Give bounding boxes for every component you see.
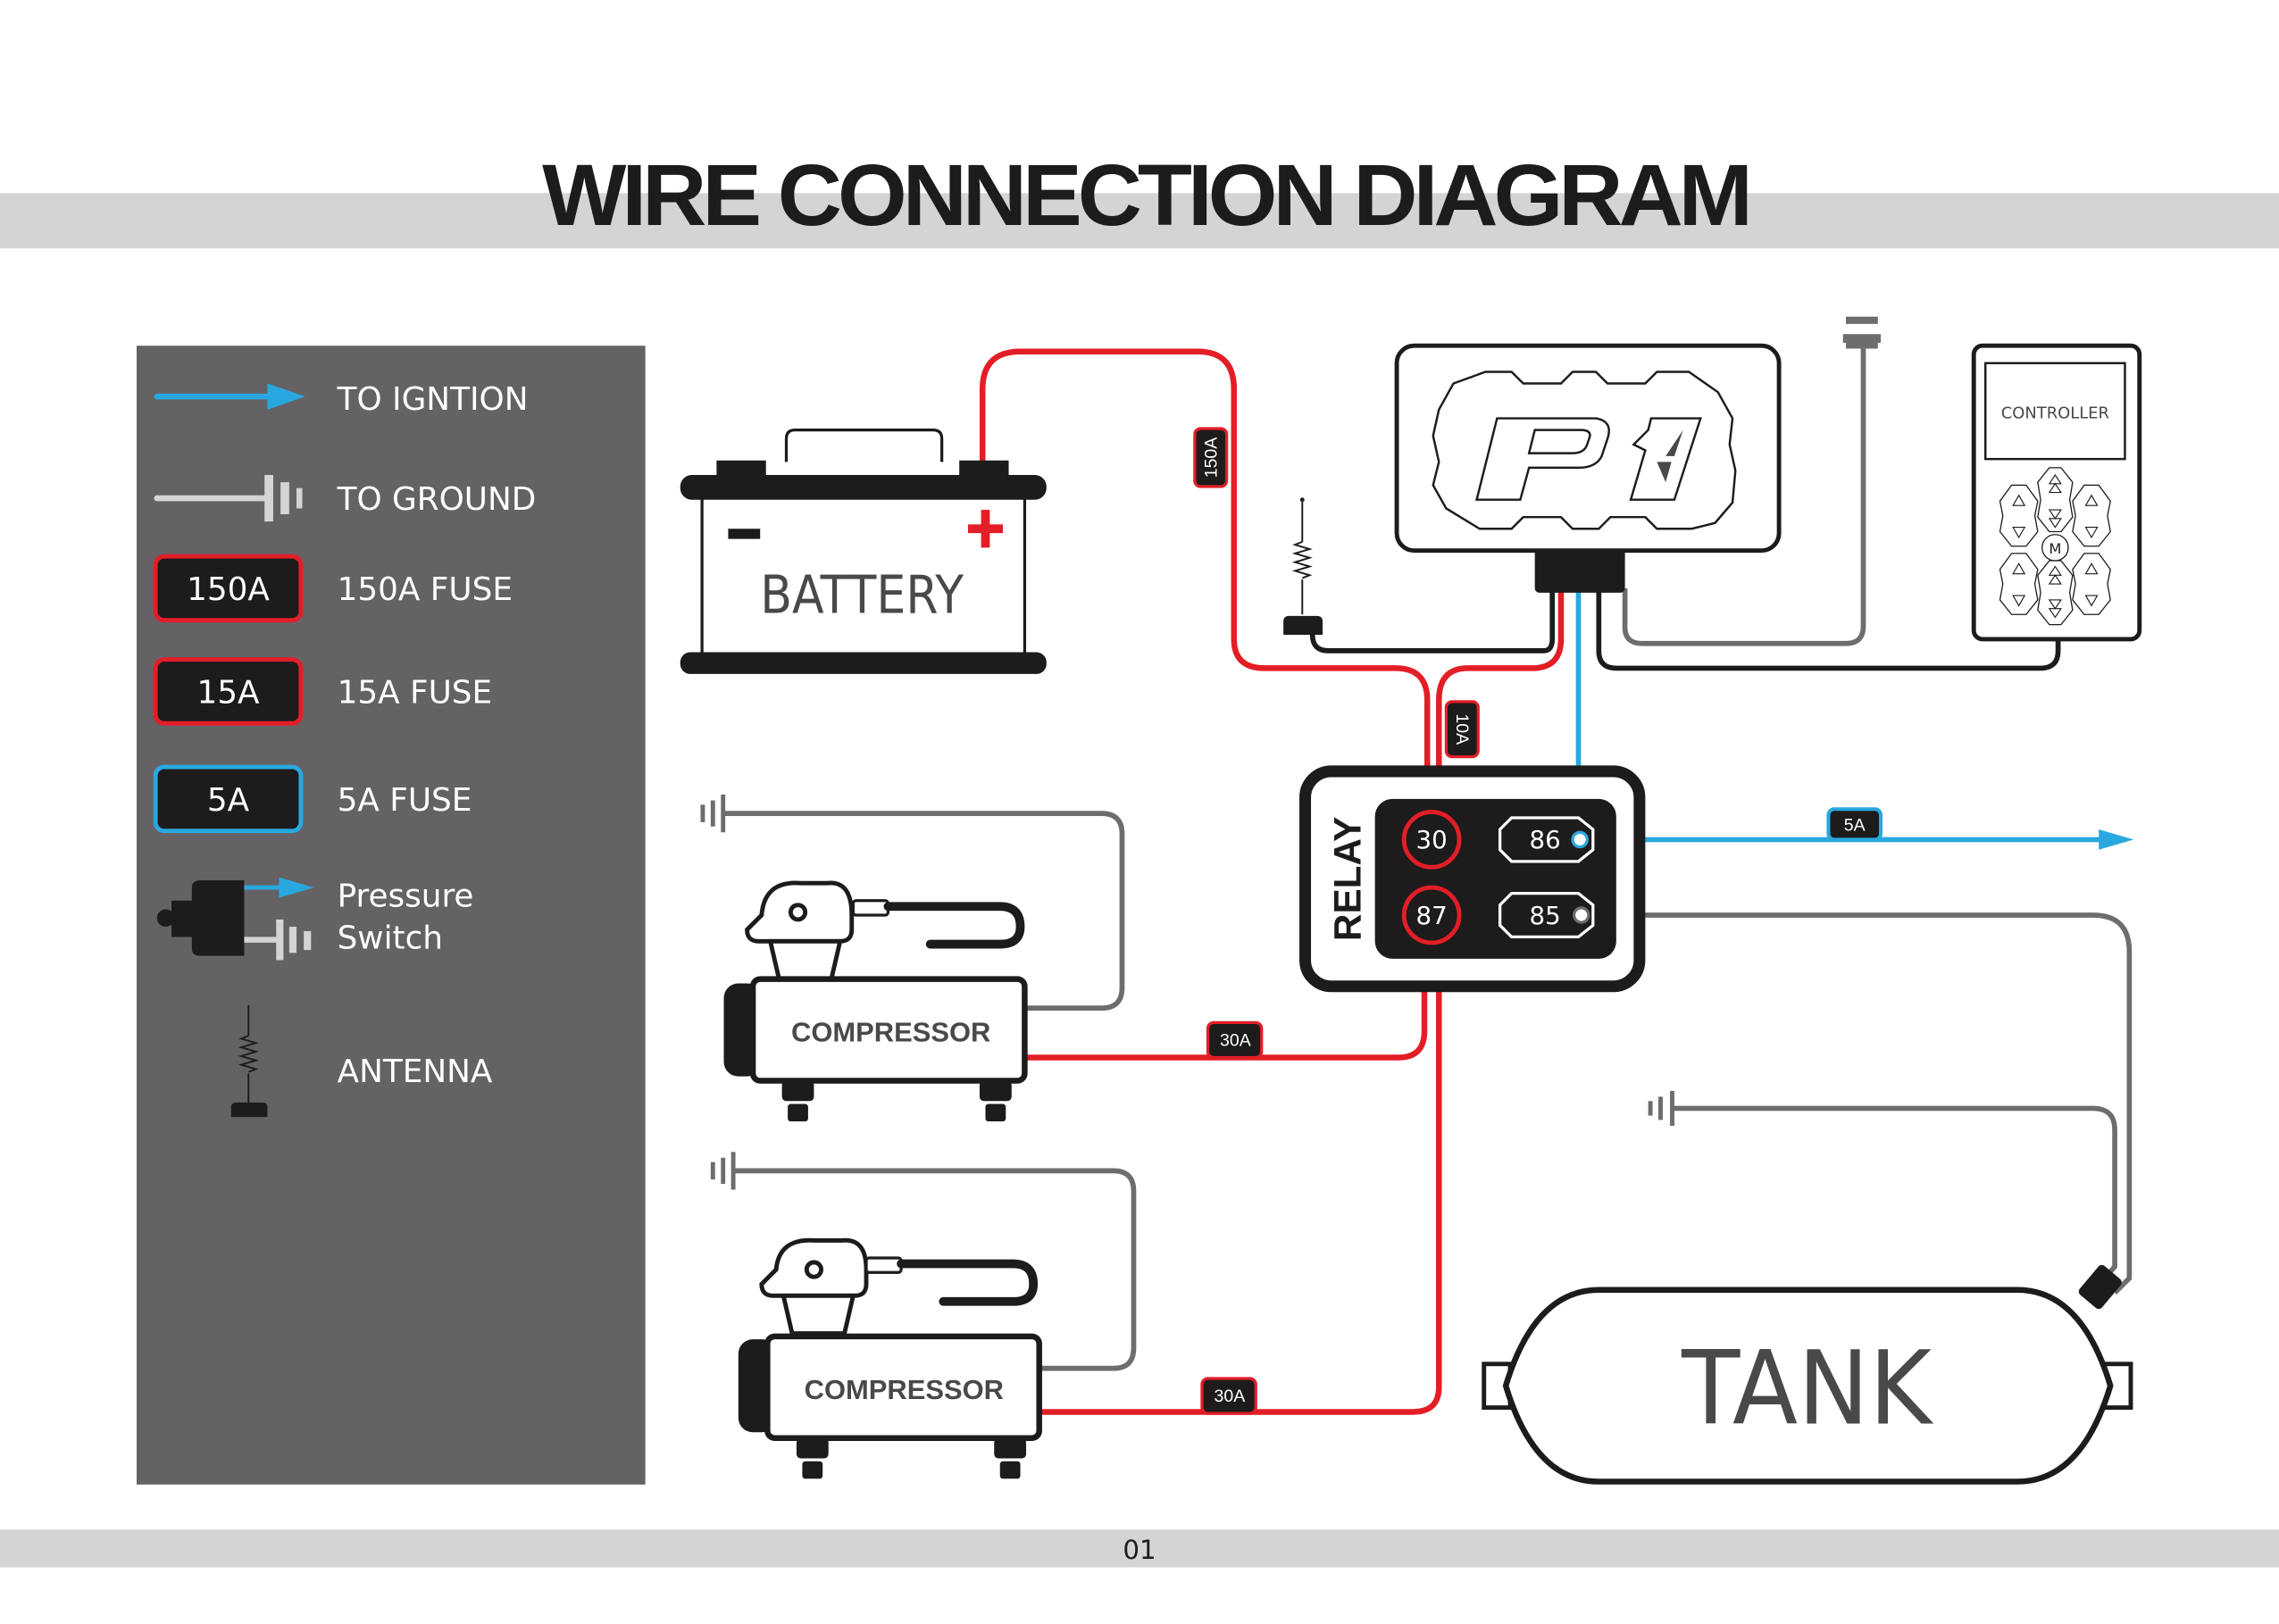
fuse-30a-compressor-2: 30A [1200,1377,1257,1415]
legend-label: 150A FUSE [338,571,513,608]
ignition-arrow-icon [2099,829,2134,850]
legend-label: TO GROUND [337,481,537,518]
legend-item-ignition: TO IGNTION [154,381,529,418]
svg-text:10A: 10A [1452,713,1472,745]
legend-item-5a-fuse: 5A 5A FUSE [153,764,472,834]
legend-label: 15A FUSE [338,674,493,711]
p1-logo [1475,417,1702,501]
fuse-150a: 150A [1193,427,1229,488]
wire-compressor-2-ground [733,1168,1137,1371]
battery: BATTERY [680,428,1047,674]
svg-text:30A: 30A [1215,1387,1246,1406]
fuse-30a-compressor-1: 30A [1206,1020,1264,1060]
compressor-1-label: COMPRESSOR [791,1017,990,1048]
relay-pin-30: 30 [1401,810,1462,870]
legend-panel: TO IGNTION TO GROUND 150A 150A FUSE [136,346,646,1485]
legend-item-150a-fuse: 150A 150A FUSE [153,554,513,623]
battery-minus-icon [728,529,761,539]
page-number: 01 [1123,1535,1156,1565]
relay-pin-87: 87 [1401,885,1462,945]
footer-band [0,1529,2279,1568]
svg-text:87: 87 [1416,901,1448,930]
legend-label: TO IGNTION [337,381,529,418]
wire-relay-85-switch [1578,912,2133,1295]
compressor-2: COMPRESSOR [738,1237,1042,1479]
page-title: WIRE CONNECTION DIAGRAM [542,146,1749,244]
svg-text:85: 85 [1529,901,1560,930]
controller-arrow-glyphs [2012,474,2099,619]
pressure-switch-icon [156,877,314,961]
controller-label: CONTROLLER [2001,404,2109,423]
wire-compressor-1-ground [723,811,1125,1011]
tank: TANK [1482,1264,2133,1485]
relay-pin-85: 85 [1498,891,1595,939]
fuse-red-icon: 150A [153,554,304,623]
controller-keypad [1999,467,2111,626]
antenna-icon [1283,497,1323,636]
legend-label: ANTENNA [338,1054,493,1090]
controller: CONTROLLER M [1971,343,2142,642]
wire-relay-compressor-1 [1022,941,1428,1061]
ground-icon [700,794,726,833]
blue-arrow-icon [154,383,305,410]
wire-relay-compressor-2 [1036,941,1442,1415]
ground-icon [154,475,303,522]
battery-label: BATTERY [760,565,964,626]
svg-text:150A: 150A [187,571,270,608]
ecu-module [1394,343,1782,593]
svg-text:5A: 5A [207,782,250,819]
antenna-icon [230,1004,268,1118]
fuse-5a: 5A [1826,807,1883,842]
ground-icon [710,1152,736,1190]
ground-icon [1842,316,1882,349]
legend-label: 5A FUSE [338,782,472,819]
compressor-2-label: COMPRESSOR [805,1374,1004,1405]
wire-antenna [1309,587,1556,654]
legend-item-pressure-switch: Pressure Switch [156,877,474,961]
header-band [0,193,2279,249]
wire-tank-ground [1671,1105,2117,1280]
controller-mode-button [2041,534,2069,562]
svg-text:150A: 150A [1201,437,1221,479]
fuse-blue-icon: 5A [153,764,304,834]
tank-label: TANK [1681,1328,1934,1447]
battery-plus-icon [967,510,1004,548]
relay-pin-86: 86 [1498,816,1595,863]
ecu-connector [1534,549,1625,593]
svg-text:86: 86 [1529,825,1560,854]
svg-text:30: 30 [1416,825,1448,854]
ground-icon [1648,1090,1674,1126]
fuse-10a: 10A [1444,700,1480,759]
wire-ecu-ground [1622,348,1866,646]
legend-item-antenna: ANTENNA [230,1004,493,1118]
legend-label: Switch [338,920,443,956]
svg-text:5A: 5A [1844,816,1866,836]
relay: RELAY 30 87 86 85 [1299,765,1646,993]
fuse-red-icon: 15A [153,657,304,726]
controller-mode-key: M [2049,540,2061,557]
svg-text:15A: 15A [196,674,260,711]
pressure-switch-icon [2078,1264,2122,1310]
legend-label: Pressure [338,878,474,914]
svg-text:30A: 30A [1220,1030,1251,1050]
legend-item-ground: TO GROUND [154,475,537,522]
compressor-1: COMPRESSOR [723,880,1028,1122]
legend-item-15a-fuse: 15A 15A FUSE [153,657,493,726]
wire-battery-main [979,348,1431,817]
relay-label: RELAY [1326,817,1368,941]
wire-ecu-power [1436,585,1565,817]
wire-controller [1596,587,2061,671]
